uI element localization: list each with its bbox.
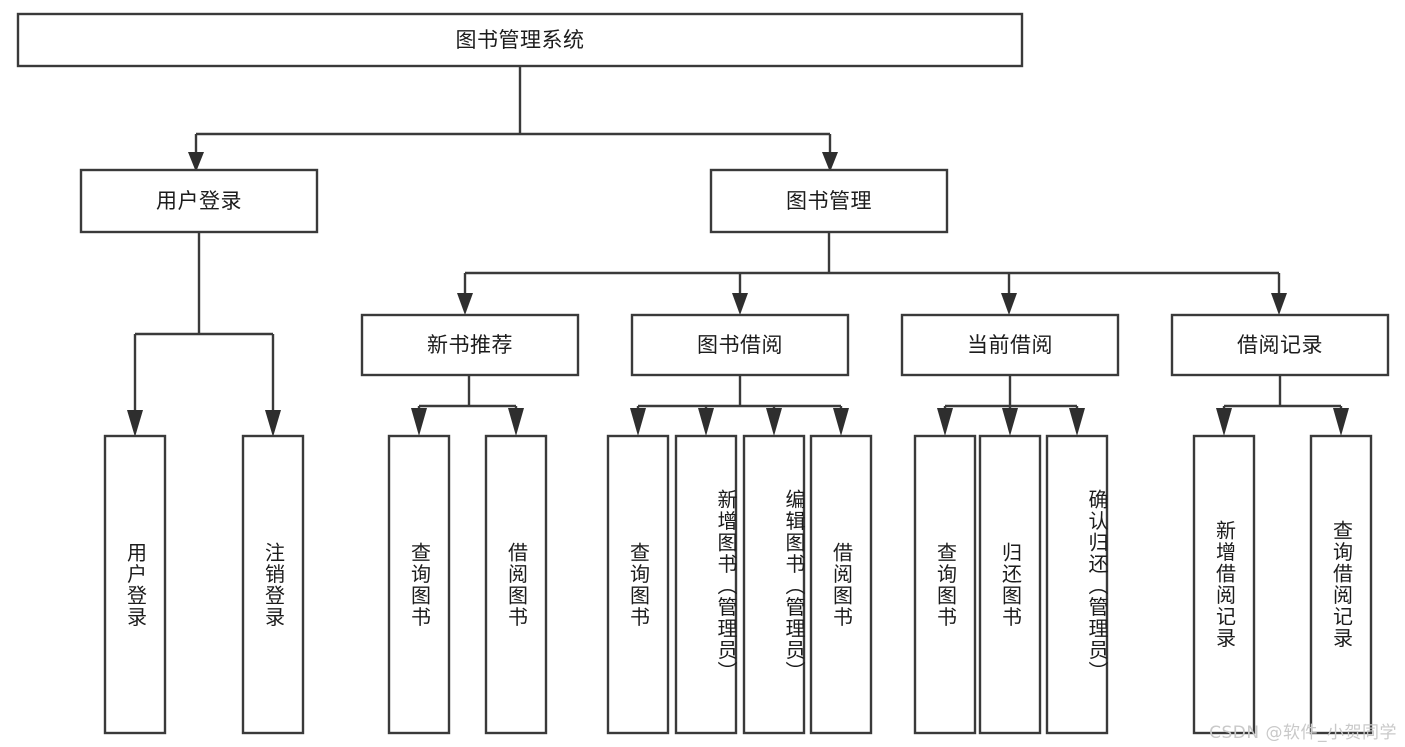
node-current-borrow-label: 当前借阅: [967, 333, 1053, 357]
leaf-box-logout[interactable]: [241, 434, 305, 735]
node-borrow-record-box[interactable]: [1170, 313, 1390, 377]
arrow-icon-book-borrow-leaf-4: [833, 408, 849, 436]
arrow-icon-to-user-login: [188, 152, 204, 172]
leaf-box-borrow-book-recommend[interactable]: [484, 434, 548, 735]
leaf-box-query-borrow-record[interactable]: [1309, 434, 1373, 735]
arrow-icon-book-borrow: [732, 293, 748, 315]
node-borrow-record-label: 借阅记录: [1237, 333, 1323, 357]
leaf-boxes-group: [103, 434, 1373, 735]
node-root-label: 图书管理系统: [456, 28, 585, 52]
arrow-icon-book-borrow-leaf-3: [766, 408, 782, 436]
arrow-icon-user-login-leaf-2: [265, 410, 281, 437]
leaf-box-add-book-admin[interactable]: [674, 434, 738, 735]
leaf-box-query-book-recommend[interactable]: [387, 434, 451, 735]
leaf-box-edit-book-admin[interactable]: [742, 434, 806, 735]
arrow-icon-book-borrow-leaf-1: [630, 408, 646, 436]
node-book-borrow-box[interactable]: [630, 313, 850, 377]
arrow-icon-current-borrow: [1001, 293, 1017, 315]
node-user-login[interactable]: 用户登录: [79, 168, 319, 234]
node-book-borrow[interactable]: 图书借阅: [630, 313, 850, 377]
arrow-icon-user-login-leaf-1: [127, 410, 143, 437]
node-current-borrow[interactable]: 当前借阅: [900, 313, 1120, 377]
arrow-icon-to-book-mgmt: [822, 152, 838, 172]
node-user-login-label: 用户登录: [156, 189, 242, 213]
arrowheads-group: [127, 152, 1349, 437]
node-user-login-box[interactable]: [79, 168, 319, 234]
leaf-box-user-login[interactable]: [103, 434, 167, 735]
node-book-management[interactable]: 图书管理: [709, 168, 949, 234]
arrow-icon-borrow-record: [1271, 293, 1287, 315]
node-new-book-recommend[interactable]: 新书推荐: [360, 313, 580, 377]
node-book-borrow-label: 图书借阅: [697, 333, 783, 357]
node-new-book-recommend-label: 新书推荐: [427, 333, 513, 357]
leaf-box-query-book-borrow[interactable]: [606, 434, 670, 735]
leaf-box-query-book-current[interactable]: [913, 434, 977, 735]
node-root-box[interactable]: [16, 12, 1024, 68]
leaf-box-add-borrow-record[interactable]: [1192, 434, 1256, 735]
node-book-management-label: 图书管理: [786, 189, 872, 213]
watermark-label: CSDN @软件_小贺同学: [1209, 723, 1397, 743]
arrow-icon-new-book-leaf-2: [508, 408, 524, 436]
node-new-book-recommend-box[interactable]: [360, 313, 580, 377]
node-current-borrow-box[interactable]: [900, 313, 1120, 377]
node-borrow-record[interactable]: 借阅记录: [1170, 313, 1390, 377]
arrow-icon-current-borrow-leaf-3: [1069, 408, 1085, 436]
arrow-icon-new-book: [457, 293, 473, 315]
leaf-box-return-book[interactable]: [978, 434, 1042, 735]
arrow-icon-borrow-record-leaf-2: [1333, 408, 1349, 436]
node-book-management-box[interactable]: [709, 168, 949, 234]
arrow-icon-book-borrow-leaf-2: [698, 408, 714, 436]
arrow-icon-new-book-leaf-1: [411, 408, 427, 436]
arrow-icon-current-borrow-leaf-2: [1002, 408, 1018, 436]
leaf-box-borrow-book[interactable]: [809, 434, 873, 735]
node-root[interactable]: 图书管理系统: [16, 12, 1024, 68]
leaf-box-confirm-return-admin[interactable]: [1045, 434, 1109, 735]
arrow-icon-borrow-record-leaf-1: [1216, 408, 1232, 436]
arrow-icon-current-borrow-leaf-1: [937, 408, 953, 436]
